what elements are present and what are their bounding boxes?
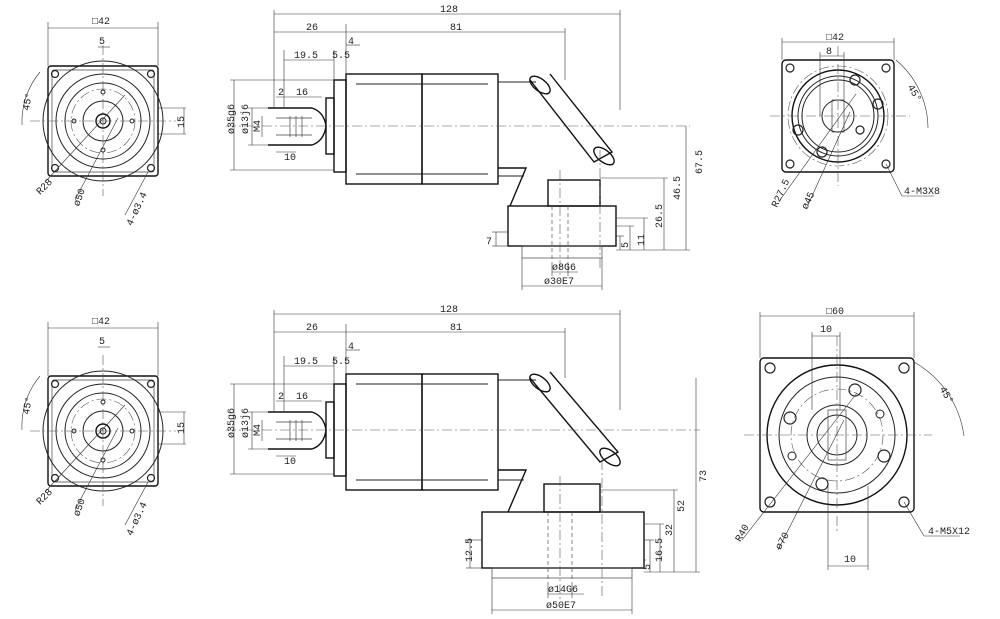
d10-bottom-label: 10	[844, 555, 856, 566]
d81-label: 81	[450, 23, 462, 34]
pcd-label: ø45	[801, 191, 819, 212]
top-side-view: 128 26 81 19.5 5.5 4 2 16 10 ø35g6 ø13j6…	[226, 5, 706, 290]
d10-label: 10	[284, 457, 296, 468]
radius-label: R27.5	[771, 178, 794, 210]
d16-label: 16	[296, 392, 308, 403]
d12-5-label: 12.5	[465, 538, 476, 562]
pcd-label: ø50	[72, 187, 88, 208]
bottom-side-view: 128 26 81 19.5 5.5 4 2 16 10 ø35g6 ø13j6…	[226, 305, 710, 614]
d67-5-label: 67.5	[695, 150, 706, 174]
d32-label: 32	[665, 524, 676, 536]
square-label: □42	[92, 317, 110, 328]
angle-label: 45°	[904, 83, 923, 105]
height-label: 15	[177, 422, 188, 434]
holes-label: 4-ø3.4	[125, 501, 150, 538]
holes-label: 4-M5X12	[928, 527, 970, 538]
spigot-label: ø50E7	[546, 601, 576, 612]
d4-label: 4	[348, 37, 354, 48]
shaft-label: ø13j6	[240, 104, 252, 134]
d10-top-label: 10	[820, 325, 832, 336]
radius-label: R40	[734, 523, 753, 544]
bore-label: ø8G6	[552, 263, 576, 274]
square-label: □42	[92, 17, 110, 28]
d26-label: 26	[306, 323, 318, 334]
holes-label: 4-M3X8	[904, 187, 940, 198]
d10-label: 10	[284, 153, 296, 164]
d5-label: 5	[643, 564, 654, 570]
bore-label: ø14G6	[548, 585, 578, 596]
pilot-label: ø35g6	[227, 408, 238, 438]
pcd-label: ø70	[774, 531, 793, 552]
angle-label: 45°	[936, 385, 955, 407]
total-length-label: 128	[440, 5, 458, 16]
bottom-right-flange-view: □60 10 45° R40 ø70 4-M5X12 10	[734, 307, 970, 570]
top-left-front-view: □42 5 45° 15 R28 ø50 4-ø3.4	[21, 17, 188, 228]
d52-label: 52	[677, 500, 688, 512]
angle-label: 45°	[21, 396, 36, 416]
offset-label: 5	[99, 337, 105, 348]
d5-5-label: 5.5	[332, 357, 350, 368]
d2-label: 2	[278, 88, 284, 99]
d8-label: 8	[826, 47, 832, 58]
radius-label: R28	[35, 487, 56, 508]
d19-5-label: 19.5	[294, 51, 318, 62]
d5-label: 5	[621, 242, 632, 248]
pcd-label: ø50	[72, 497, 88, 518]
angle-label: 45°	[21, 92, 36, 112]
d2-label: 2	[278, 392, 284, 403]
d19-5-label: 19.5	[294, 357, 318, 368]
d73-label: 73	[699, 470, 710, 482]
d16-label: 16	[296, 88, 308, 99]
height-label: 15	[177, 116, 188, 128]
d4-label: 4	[348, 342, 354, 353]
pilot-label: ø35g6	[227, 104, 238, 134]
d26-label: 26	[306, 23, 318, 34]
total-length-label: 128	[440, 305, 458, 316]
shaft-label: ø13j6	[240, 408, 252, 438]
d5-5-label: 5.5	[332, 51, 350, 62]
thread-label: M4	[253, 424, 264, 436]
thread-label: M4	[253, 120, 264, 132]
d46-5-label: 46.5	[673, 176, 684, 200]
offset-label: 5	[99, 37, 105, 48]
d26-5-label: 26.5	[655, 204, 666, 228]
radius-label: R28	[35, 177, 56, 198]
d7-label: 7	[486, 237, 492, 248]
d16-5-label: 16.5	[655, 538, 666, 562]
holes-label: 4-ø3.4	[125, 191, 150, 228]
spigot-label: ø30E7	[544, 277, 574, 288]
square-label: □60	[826, 307, 844, 318]
bottom-left-front-view: □42 5 45° 15 R28 ø50 4-ø3.4	[21, 317, 188, 538]
d11-label: 11	[637, 234, 648, 246]
square-label: □42	[826, 33, 844, 44]
top-right-flange-view: □42 8 45° R27.5 ø45 4-M3X8	[770, 33, 940, 212]
d81-label: 81	[450, 323, 462, 334]
